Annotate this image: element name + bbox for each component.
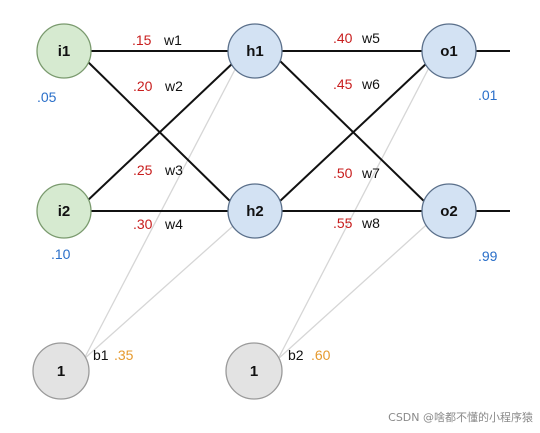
weight-connections xyxy=(85,50,510,212)
weight-w6-name: w6 xyxy=(361,76,380,92)
weight-w4-name: w4 xyxy=(164,216,183,232)
edge-i2-h1 xyxy=(85,61,235,203)
weight-w7-name: w7 xyxy=(361,165,380,181)
node-o1: o1 xyxy=(421,23,477,79)
node-bias2: 1 xyxy=(225,342,283,400)
node-h1: h1 xyxy=(227,23,283,79)
node-bias1: 1 xyxy=(32,342,90,400)
node-h1-label: h1 xyxy=(246,43,264,60)
input-i1-value: .05 xyxy=(37,89,57,105)
bias-connections xyxy=(83,57,435,360)
weight-w7-value: .50 xyxy=(333,165,353,181)
edge-b2-o2 xyxy=(277,217,435,360)
target-o2-value: .99 xyxy=(478,248,498,264)
edge-b1-h2 xyxy=(83,217,243,360)
node-i2: i2 xyxy=(36,183,92,239)
weight-w8-name: w8 xyxy=(361,215,380,231)
weight-w1-name: w1 xyxy=(163,32,182,48)
input-i2-value: .10 xyxy=(51,246,71,262)
edge-b1-h1 xyxy=(83,57,242,360)
edge-h2-o1 xyxy=(278,61,429,203)
node-i1: i1 xyxy=(36,23,92,79)
weight-w6-value: .45 xyxy=(333,76,353,92)
node-h2: h2 xyxy=(227,183,283,239)
node-i1-label: i1 xyxy=(58,43,71,60)
weight-w8-value: .55 xyxy=(333,215,353,231)
weight-w5-value: .40 xyxy=(333,30,353,46)
weight-w2-name: w2 xyxy=(164,78,183,94)
edge-b2-o1 xyxy=(277,57,435,360)
bias-b2-value: .60 xyxy=(311,347,331,363)
weight-w2-value: .20 xyxy=(133,78,153,94)
node-i2-label: i2 xyxy=(58,203,71,220)
node-o1-label: o1 xyxy=(440,43,458,60)
weight-w5-name: w5 xyxy=(361,30,380,46)
node-o2-label: o2 xyxy=(440,203,458,220)
bias-b2-name: b2 xyxy=(288,347,304,363)
weight-w3-value: .25 xyxy=(133,162,153,178)
weight-w4-value: .30 xyxy=(133,216,153,232)
watermark-text: CSDN @啥都不懂的小程序猿 xyxy=(388,410,533,424)
node-bias2-label: 1 xyxy=(250,363,258,380)
weight-w1-value: .15 xyxy=(132,32,152,48)
target-o1-value: .01 xyxy=(478,87,498,103)
bias-b1-value: .35 xyxy=(114,347,134,363)
weight-w3-name: w3 xyxy=(164,162,183,178)
node-o2: o2 xyxy=(421,183,477,239)
node-bias1-label: 1 xyxy=(57,363,65,380)
node-h2-label: h2 xyxy=(246,203,264,220)
bias-b1-name: b1 xyxy=(93,347,109,363)
